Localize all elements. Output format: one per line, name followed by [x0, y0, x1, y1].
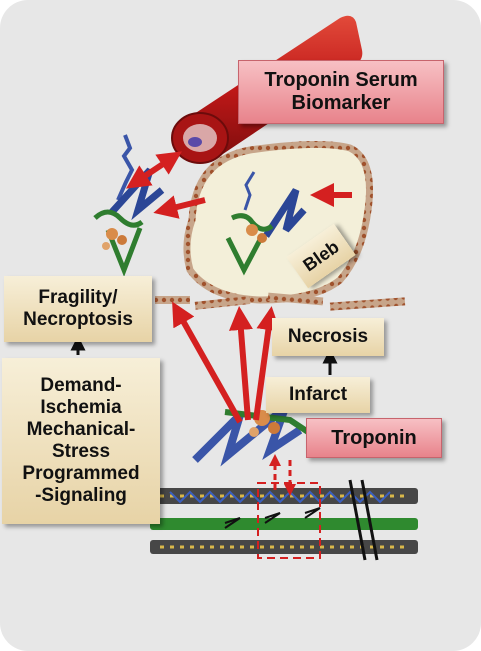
arrow-to-membrane — [228, 306, 253, 421]
demand-ischemia-label: Demand- Ischemia Mechanical- Stress Prog… — [2, 358, 160, 524]
troponin-complex-icon — [93, 134, 165, 277]
membrane-strips — [155, 292, 406, 311]
necrosis-label: Necrosis — [272, 318, 384, 356]
arrow-to-necrosis — [253, 306, 281, 421]
red-arrows — [126, 151, 352, 424]
troponin-label: Troponin — [306, 418, 442, 458]
troponin-serum-biomarker-label: Troponin Serum Biomarker — [238, 60, 444, 124]
arrow-from-bleb — [153, 195, 206, 219]
black-arrows — [70, 335, 338, 375]
fragility-necroptosis-label: Fragility/ Necroptosis — [4, 276, 152, 342]
troponin-in-bleb-icon — [225, 171, 307, 276]
arrow-to-vessel — [126, 151, 182, 189]
sarcomere-filament-icon — [150, 479, 418, 561]
dashed-arrows — [269, 454, 296, 496]
infarct-label: Infarct — [266, 377, 370, 413]
arrow-to-fragility — [172, 301, 243, 424]
